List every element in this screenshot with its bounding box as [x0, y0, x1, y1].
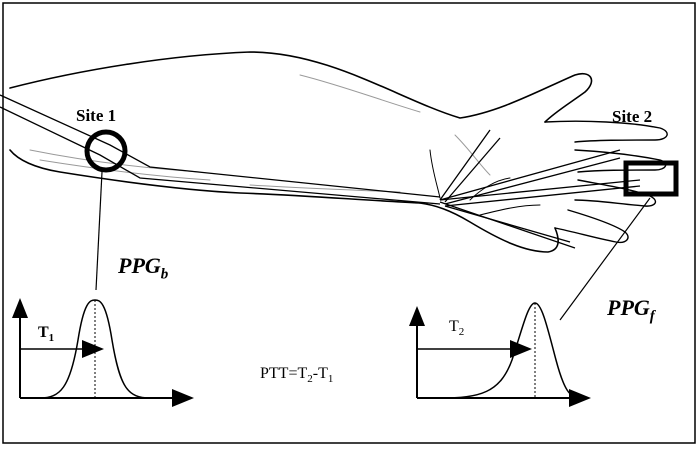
- ppg-b-label: PPGb: [118, 253, 168, 283]
- t2-label: T2: [449, 318, 464, 338]
- ppg-f-label: PPGf: [607, 295, 655, 325]
- site1-leader-line: [96, 172, 102, 290]
- site1-label: Site 1: [76, 106, 116, 126]
- figure-frame: [3, 3, 695, 443]
- t1-label: T1: [38, 324, 54, 344]
- ppg-f-plot: [409, 303, 591, 407]
- arm-illustration: [10, 52, 667, 252]
- ppg-b-plot: [12, 298, 194, 407]
- site2-sensor-box: [626, 163, 676, 194]
- ptt-formula: PTT=T2-T1: [260, 365, 333, 385]
- site2-label: Site 2: [612, 107, 652, 127]
